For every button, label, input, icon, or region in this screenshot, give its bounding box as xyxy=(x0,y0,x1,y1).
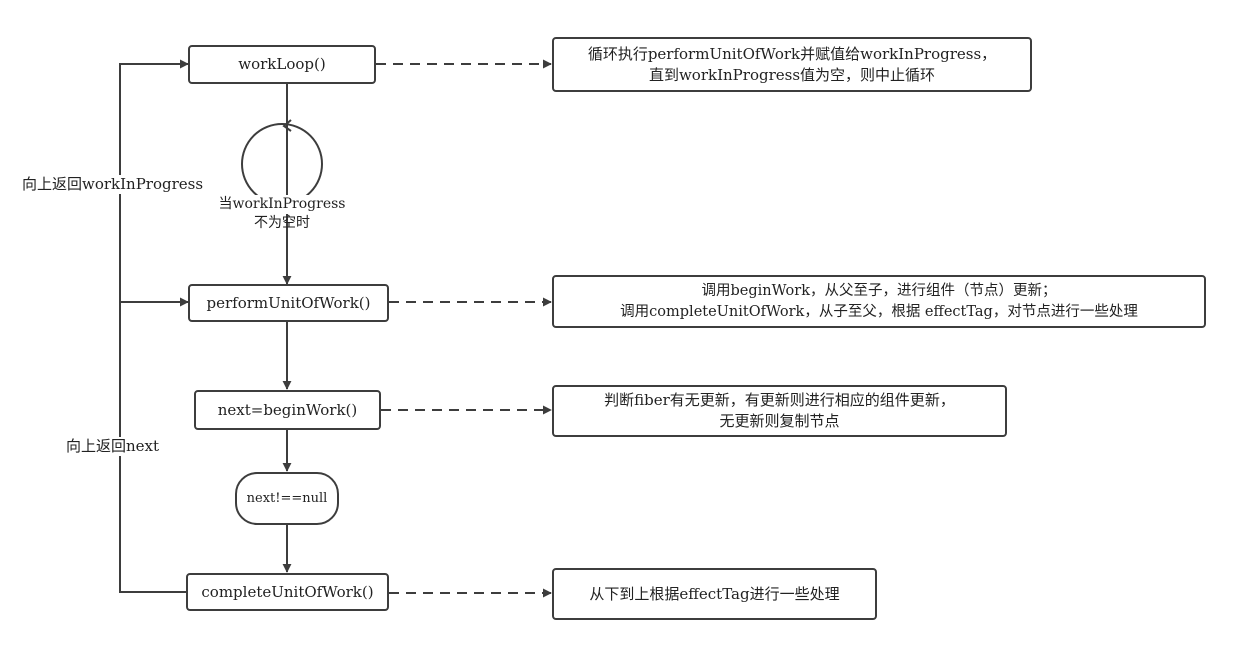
loop-circle xyxy=(241,123,323,205)
node-complete-unit-of-work: completeUnitOfWork() xyxy=(186,573,389,611)
loop-arrowhead xyxy=(282,119,292,132)
node-begin-work: next=beginWork() xyxy=(194,390,381,430)
note-perform-line-2: 调用completeUnitOfWork，从子至父，根据 effectTag，对… xyxy=(620,303,1138,320)
return-label-next: 向上返回next xyxy=(66,437,160,456)
loop-condition-line-2: 不为空时 xyxy=(254,215,310,231)
return-label-workinprogress: 向上返回workInProgress xyxy=(22,175,204,194)
note-perform-line-1: 调用beginWork，从父至子，进行组件（节点）更新； xyxy=(701,282,1057,299)
return-path-workinprogress xyxy=(119,59,189,593)
note-begin-work: 判断fiber有无更新，有更新则进行相应的组件更新， 无更新则复制节点 xyxy=(552,385,1007,437)
note-perform-unit-of-work: 调用beginWork，从父至子，进行组件（节点）更新； 调用completeU… xyxy=(552,275,1206,328)
note-beginwork-line-1: 判断fiber有无更新，有更新则进行相应的组件更新， xyxy=(604,391,955,409)
node-perform-unit-of-work: performUnitOfWork() xyxy=(188,284,389,322)
loop-condition-label: 当workInProgress 不为空时 xyxy=(212,195,352,233)
loop-condition-line-1: 当workInProgress xyxy=(212,195,352,214)
note-complete-line-1: 从下到上根据effectTag进行一些处理 xyxy=(589,584,840,603)
node-workloop: workLoop() xyxy=(188,45,376,84)
note-complete-unit-of-work: 从下到上根据effectTag进行一些处理 xyxy=(552,568,877,620)
node-check-next: next!==null xyxy=(235,472,339,525)
note-workloop-line-1: 循环执行performUnitOfWork并赋值给workInProgress， xyxy=(587,44,997,63)
note-workloop-line-2: 直到workInProgress值为空，则中止循环 xyxy=(648,65,936,84)
note-beginwork-line-2: 无更新则复制节点 xyxy=(719,412,840,430)
note-workloop: 循环执行performUnitOfWork并赋值给workInProgress，… xyxy=(552,37,1032,92)
